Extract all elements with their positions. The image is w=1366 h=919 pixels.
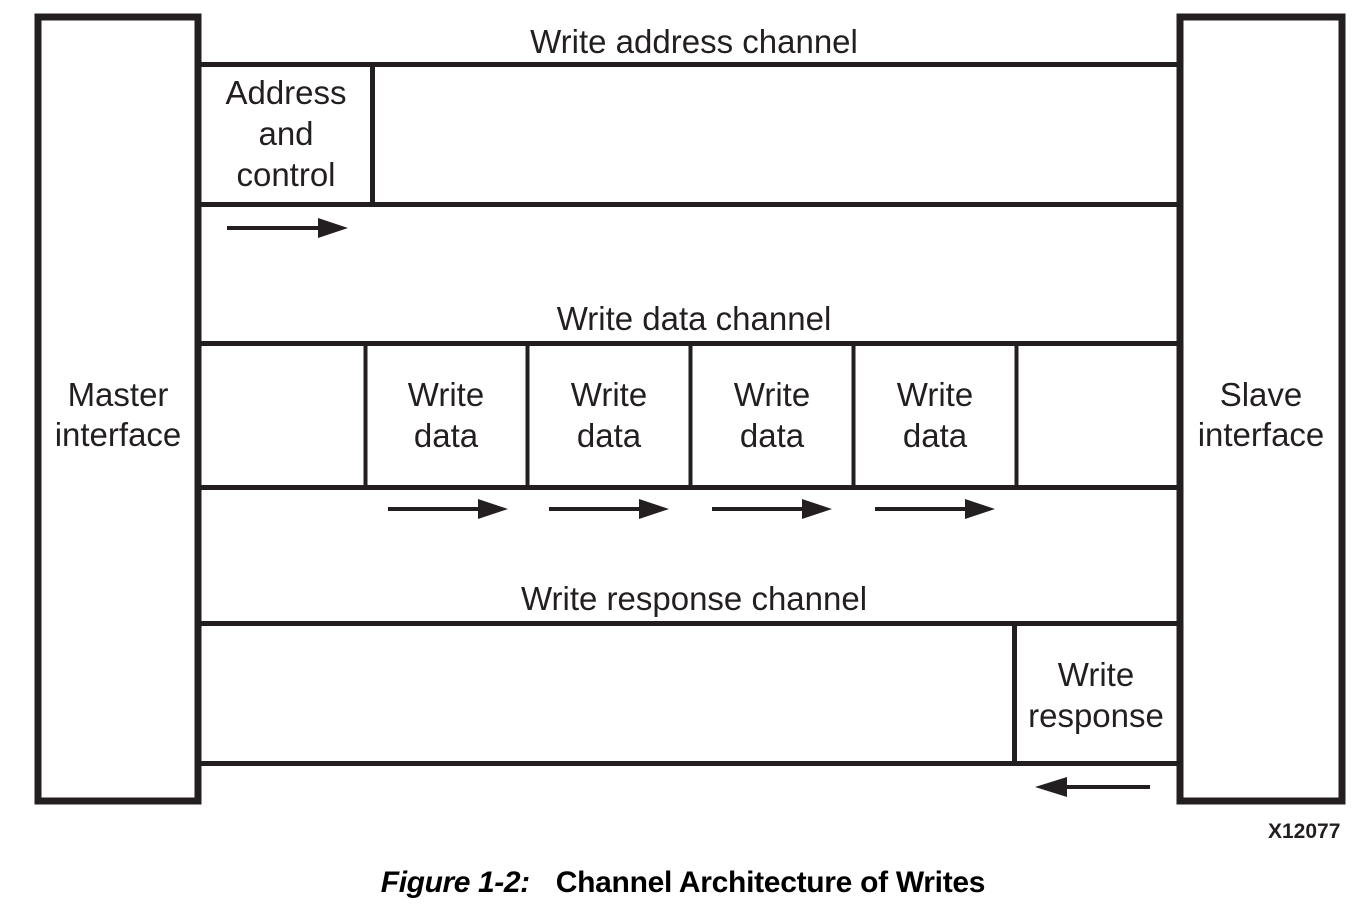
write-response-line1: Write <box>1058 656 1134 693</box>
figure-caption: Figure 1-2: Channel Architecture of Write… <box>0 866 1366 900</box>
response-arrow-left-icon <box>1035 777 1150 797</box>
write-data-channel-label: Write data channel <box>557 300 832 337</box>
write-address-channel-label: Write address channel <box>530 23 858 60</box>
write-data-4-line1: Write <box>897 376 973 413</box>
address-and-control-line2: and <box>258 115 313 152</box>
slave-interface-label-line2: interface <box>1198 416 1325 453</box>
figure-caption-number: Figure 1-2: <box>380 866 530 899</box>
write-data-channel-group: Write data channel Write data Write data… <box>200 300 1180 519</box>
write-data-3-line1: Write <box>734 376 810 413</box>
write-data-1-line2: data <box>414 417 479 454</box>
address-and-control-line3: control <box>236 156 335 193</box>
figure-code-label: X12077 <box>1268 820 1340 843</box>
master-interface-label-line1: Master <box>68 376 169 413</box>
write-response-channel-label: Write response channel <box>521 580 867 617</box>
write-response-line2: response <box>1028 697 1164 734</box>
slave-interface-label-line1: Slave <box>1220 376 1303 413</box>
data-arrow-2-right-icon <box>549 499 669 519</box>
write-data-1-line1: Write <box>408 376 484 413</box>
data-arrow-1-right-icon <box>388 499 508 519</box>
address-arrow-right-icon <box>227 218 348 238</box>
data-arrow-3-right-icon <box>712 499 832 519</box>
write-address-channel-group: Write address channel Address and contro… <box>200 23 1180 238</box>
data-arrow-4-right-icon <box>875 499 995 519</box>
master-interface-label-line2: interface <box>55 416 182 453</box>
write-data-3-line2: data <box>740 417 805 454</box>
master-interface-box <box>34 13 202 805</box>
slave-interface-box <box>1176 13 1346 805</box>
address-and-control-line1: Address <box>225 74 346 111</box>
write-response-channel-group: Write response channel Write response <box>200 580 1180 797</box>
write-data-2-line1: Write <box>571 376 647 413</box>
figure-caption-title: Channel Architecture of Writes <box>555 866 986 899</box>
write-data-2-line2: data <box>577 417 642 454</box>
write-data-4-line2: data <box>903 417 968 454</box>
